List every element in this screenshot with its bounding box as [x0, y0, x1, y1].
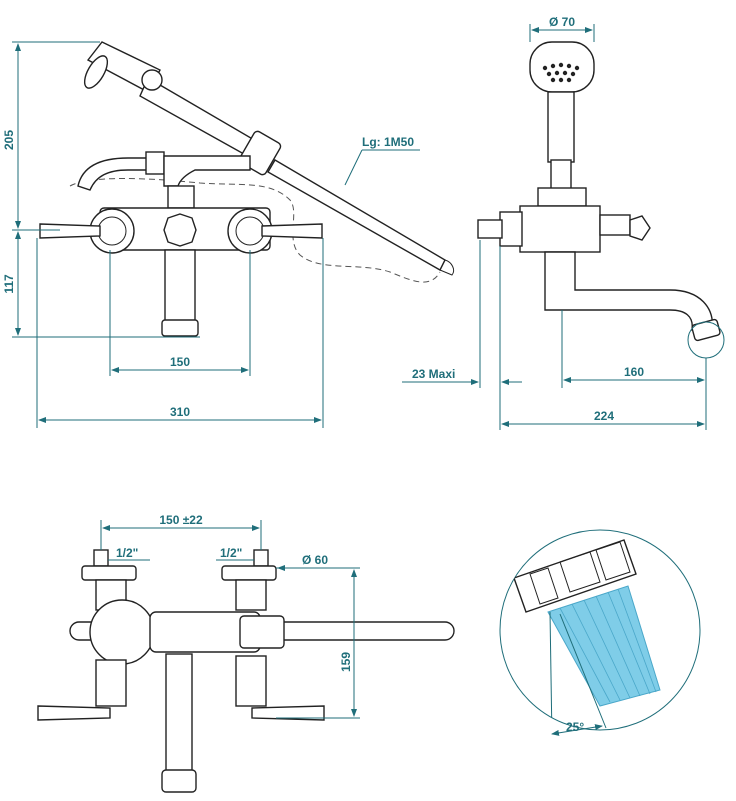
top-spout: [165, 653, 193, 775]
side-view: [477, 41, 725, 359]
dim-diameter-70: Ø 70: [549, 15, 575, 29]
side-body: [519, 205, 601, 253]
dim-310: 310: [170, 405, 190, 419]
dim-160: 160: [624, 365, 644, 379]
hand-shower: [83, 41, 455, 276]
hose-outline: [69, 178, 441, 283]
dim-diameter-60: Ø 60: [302, 553, 328, 567]
hose-length-label: Lg: 1M50: [362, 135, 414, 149]
right-lever: [261, 223, 323, 239]
center-hex: [163, 213, 197, 247]
holder-nut: [145, 151, 165, 175]
dim-224: 224: [594, 409, 614, 423]
dim-23-maxi: 23 Maxi: [412, 367, 455, 381]
shower-holder: [77, 157, 151, 191]
thread-right-label: 1/2": [220, 546, 242, 560]
side-dimensions: Ø 70 23 Maxi 160 224: [402, 15, 707, 430]
side-spout: [544, 251, 714, 331]
dim-150: 150: [170, 355, 190, 369]
top-left-lever: [37, 705, 111, 721]
spray-cone: [547, 585, 661, 707]
top-dimensions: 150 ±22 1/2" 1/2" Ø 60 159: [100, 513, 360, 719]
thread-left-label: 1/2": [116, 546, 138, 560]
spray-angle-label: 25°: [566, 720, 584, 734]
top-body: [89, 599, 155, 665]
shower-nozzles: [542, 62, 580, 83]
dim-205: 205: [2, 130, 16, 150]
front-view: [39, 41, 455, 337]
dim-159: 159: [339, 652, 353, 672]
top-right-lever: [251, 705, 325, 721]
dim-117: 117: [2, 274, 16, 294]
top-view: [37, 549, 455, 793]
left-lever: [39, 223, 101, 239]
spout: [164, 249, 196, 323]
spray-detail: 25°: [499, 529, 701, 736]
shower-head: [529, 41, 595, 93]
front-dimensions: 205 117 150 310 Lg: 1M50: [2, 41, 420, 428]
dim-150-tolerance: 150 ±22: [159, 513, 203, 527]
